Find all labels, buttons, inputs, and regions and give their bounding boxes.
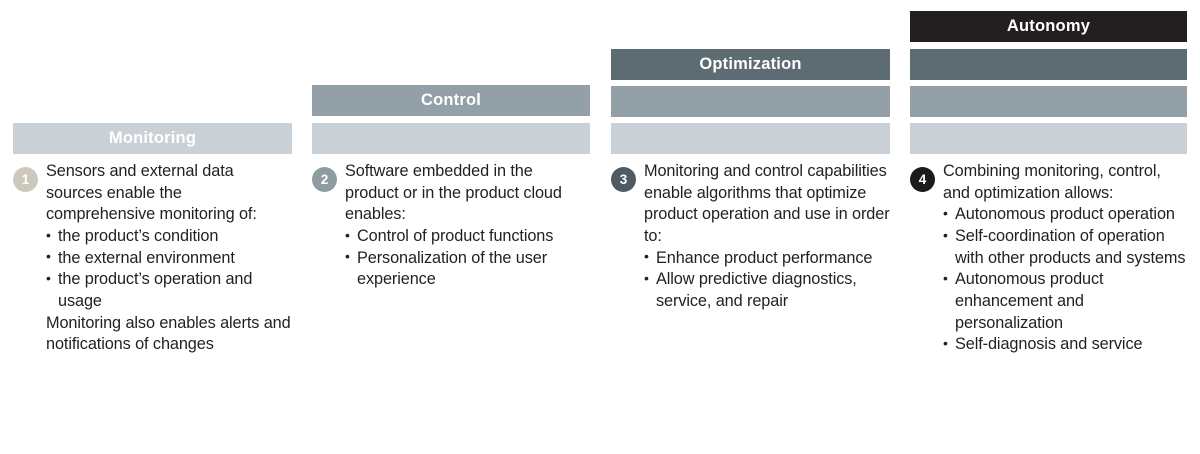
- text-column-control: Software embedded in the product or in t…: [345, 161, 590, 291]
- level-label-autonomy: Autonomy: [1006, 17, 1091, 36]
- level-bar-control-stacked: [910, 86, 1187, 117]
- list-item: Control of product functions: [345, 226, 590, 248]
- list-item: Allow predictive diagnostics, service, a…: [644, 269, 890, 312]
- step-number-badge-2: 2: [312, 167, 337, 192]
- text-column-autonomy: Combining monitoring, control, and optim…: [943, 161, 1187, 356]
- level-bar-monitoring-stacked: [312, 123, 590, 154]
- body-control: 2 Software embedded in the product or in…: [312, 161, 590, 291]
- outro-text-monitoring: Monitoring also enables alerts and notif…: [46, 313, 291, 354]
- intro-text-optimization: Monitoring and control capabilities enab…: [644, 162, 890, 246]
- bar-stack-monitoring: Monitoring: [13, 0, 292, 154]
- list-item: Enhance product performance: [644, 247, 890, 270]
- intro-text-monitoring: Sensors and external data sources enable…: [46, 162, 257, 224]
- bar-stack-optimization: Optimization: [611, 0, 890, 154]
- level-bar-optimization: Optimization: [611, 49, 890, 80]
- level-bar-monitoring: Monitoring: [13, 123, 292, 154]
- bullet-list-autonomy: Autonomous product operation Self-coordi…: [943, 204, 1187, 356]
- level-bar-control-stacked: [611, 86, 890, 117]
- list-item: Personalization of the user experience: [345, 247, 590, 291]
- list-item: the product’s condition: [46, 226, 292, 248]
- list-item: the product’s operation and usage: [46, 269, 292, 312]
- list-item: the external environment: [46, 247, 292, 270]
- level-bar-autonomy: Autonomy: [910, 11, 1187, 42]
- level-bar-monitoring-stacked: [611, 123, 890, 154]
- bar-stack-autonomy: Autonomy: [910, 0, 1187, 154]
- body-monitoring: 1 Sensors and external data sources enab…: [13, 161, 292, 356]
- column-optimization: Optimization 3 Monitoring and control ca…: [611, 0, 890, 454]
- level-label-control: Control: [420, 91, 482, 110]
- step-number-badge-1: 1: [13, 167, 38, 192]
- column-control: Control 2 Software embedded in the produ…: [312, 0, 590, 454]
- list-item: Autonomous product operation: [943, 204, 1187, 226]
- level-bar-optimization-stacked: [910, 49, 1187, 80]
- bullet-list-monitoring: the product’s condition the external env…: [46, 226, 292, 313]
- bar-stack-control: Control: [312, 0, 590, 154]
- list-item: Self-diagnosis and service: [943, 334, 1187, 356]
- text-column-monitoring: Sensors and external data sources enable…: [46, 161, 292, 356]
- intro-text-control: Software embedded in the product or in t…: [345, 162, 562, 224]
- column-monitoring: Monitoring 1 Sensors and external data s…: [13, 0, 292, 454]
- level-bar-monitoring-stacked: [910, 123, 1187, 154]
- level-label-monitoring: Monitoring: [108, 129, 197, 148]
- list-item: Autonomous product enhancement and perso…: [943, 269, 1187, 334]
- step-number-badge-4: 4: [910, 167, 935, 192]
- intro-text-autonomy: Combining monitoring, control, and optim…: [943, 162, 1161, 202]
- text-column-optimization: Monitoring and control capabilities enab…: [644, 161, 890, 313]
- body-optimization: 3 Monitoring and control capabilities en…: [611, 161, 890, 313]
- level-label-optimization: Optimization: [699, 55, 802, 74]
- step-number-badge-3: 3: [611, 167, 636, 192]
- column-autonomy: Autonomy 4 Combining monitoring, control…: [910, 0, 1187, 454]
- list-item: Self-coordination of operation with othe…: [943, 226, 1187, 269]
- level-bar-control: Control: [312, 85, 590, 116]
- body-autonomy: 4 Combining monitoring, control, and opt…: [910, 161, 1187, 356]
- bullet-list-control: Control of product functions Personaliza…: [345, 226, 590, 291]
- bullet-list-optimization: Enhance product performance Allow predic…: [644, 247, 890, 313]
